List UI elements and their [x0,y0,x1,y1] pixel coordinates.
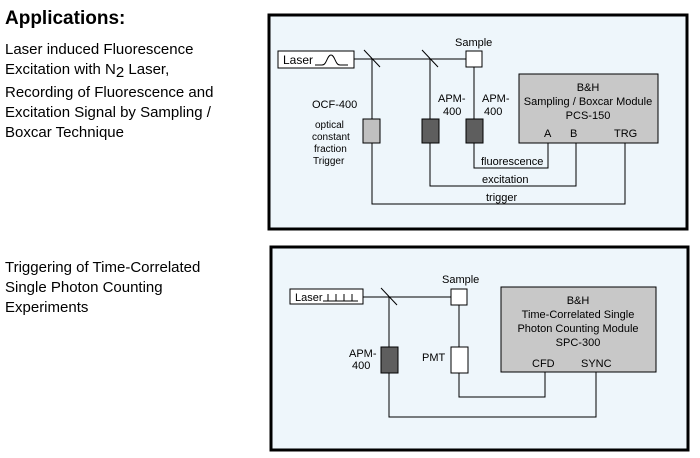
diagram1-boxcar-module [518,73,659,144]
diagram2-laser-label: Laser [295,292,323,304]
diagram1-input-a: A [544,128,552,140]
section1-description: Laser induced Fluorescence Excitation wi… [5,40,260,143]
section1-desc-line3: Recording of Fluorescence and [5,84,214,101]
diagram2-module-line2: Time-Correlated Single [522,309,635,321]
diagram1-apm-right-label-2: 400 [484,106,502,118]
diagram-tcspc: Laser Sample APM- 400 PMT B&H Time-Corre… [269,245,690,452]
diagram1-laser-pulse-icon [315,54,348,66]
diagram2-sample-box [450,288,468,306]
diagram1-input-trg: TRG [614,128,637,140]
diagram1-ocf-label: OCF-400 [312,99,357,111]
diagram2-input-sync: SYNC [581,358,612,370]
section2-description: Triggering of Time-Correlated Single Pho… [5,258,260,318]
section2-desc-line3: Experiments [5,299,89,316]
diagram2-module-line3: Photon Counting Module [517,323,638,335]
diagram1-cable-trigger [371,143,626,205]
diagram1-laser-label: Laser [283,53,313,67]
diagram2-cable-apm-sync [388,372,597,418]
diagram1-input-b: B [570,128,577,140]
diagram1-signal-trigger: trigger [486,192,518,204]
diagram1-module-line3: PCS-150 [566,110,611,122]
diagram1-module-line1: B&H [577,82,600,94]
diagram1-apm-left-label-1: APM- [438,93,466,105]
diagram2-pmt-detector [450,346,469,374]
diagram2-apm-label-2: 400 [352,360,370,372]
diagram2-cable-pmt-cfd [458,372,546,398]
section1-desc-line5: Boxcar Technique [5,124,124,141]
diagram2-module-line1: B&H [567,295,590,307]
diagram2-laser-pulse-train-icon [323,294,358,302]
diagram2-sample-label: Sample [442,274,479,286]
diagram1-ocf-desc-3: fraction [314,144,347,155]
section1-desc-line1: Laser induced Fluorescence [5,41,194,58]
diagram1-ocf-detector [362,118,381,144]
page-heading: Applications: [5,8,126,29]
diagram1-beamsplitter-2 [421,49,439,68]
diagram1-cable-fluorescence [473,143,549,169]
diagram1-apm-right-detector [465,118,484,144]
diagram1-cable-excitation [429,143,577,187]
diagram2-tcspc-module [500,286,657,373]
diagram1-module-line2: Sampling / Boxcar Module [524,96,652,108]
diagram1-signal-excitation: excitation [482,174,528,186]
diagram-fluorescence-boxcar: Laser Sample OCF-400 optical constant fr… [267,13,689,231]
diagram1-apm-left-detector [421,118,440,144]
diagram1-beamsplitter-1 [363,49,381,68]
section1-desc-line4: Excitation Signal by Sampling / [5,104,211,121]
diagram1-apm-right-label-1: APM- [482,93,510,105]
diagram1-ocf-desc-4: Trigger [313,156,345,167]
diagram2-beamsplitter [380,287,398,306]
diagram1-ocf-desc-1: optical [315,120,344,131]
section1-desc-subscript: 2 [115,64,125,81]
diagram1-apm-left-label-2: 400 [443,106,461,118]
diagram2-input-cfd: CFD [532,358,555,370]
diagram1-ocf-desc-2: constant [312,132,350,143]
diagram2-module-line4: SPC-300 [556,337,601,349]
diagram2-pmt-label: PMT [422,352,446,364]
section1-desc-line2b: Laser, [124,61,170,78]
diagram1-sample-box [465,50,483,68]
diagram1-signal-fluorescence: fluorescence [481,156,543,168]
diagram2-apm-detector [380,346,399,374]
section1-desc-line2: Excitation with N [5,61,116,78]
diagram1-sample-label: Sample [455,37,492,49]
diagram2-apm-label-1: APM- [349,348,377,360]
section2-desc-line1: Triggering of Time-Correlated [5,259,201,276]
section2-desc-line2: Single Photon Counting [5,279,163,296]
